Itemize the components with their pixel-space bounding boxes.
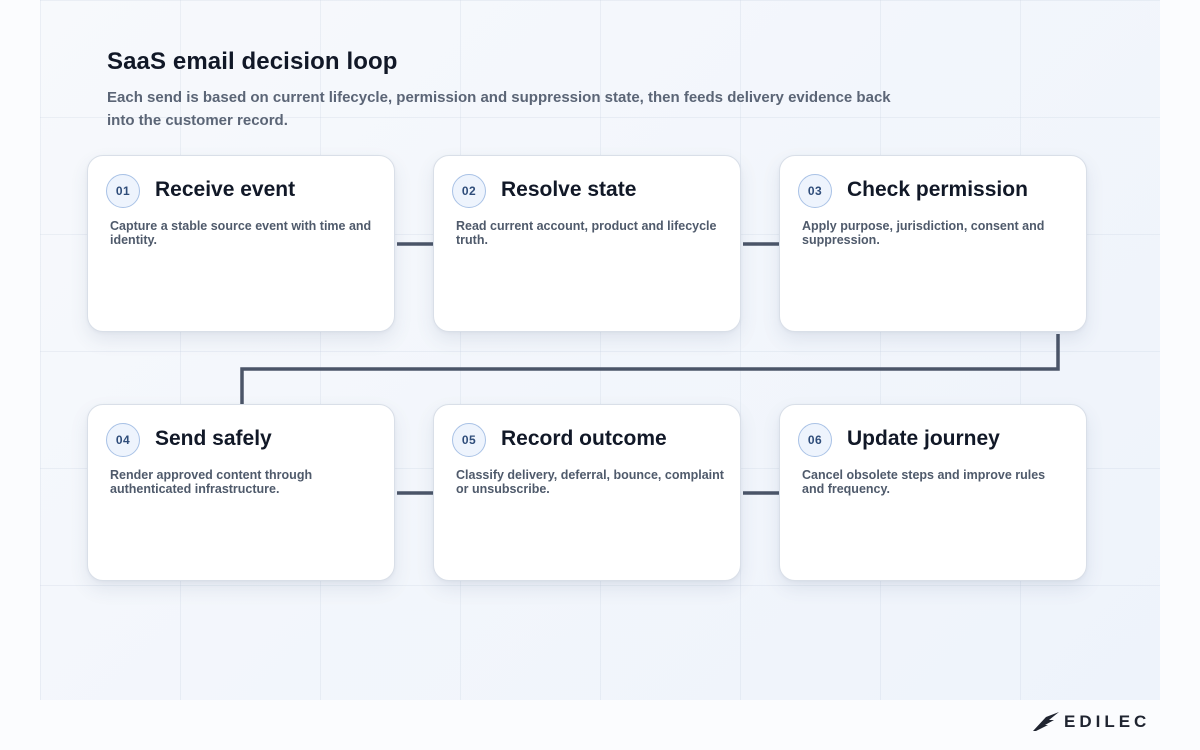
step-number-badge: 01: [106, 174, 140, 208]
step-description: Apply purpose, jurisdiction, consent and…: [802, 219, 1045, 247]
step-title: Check permission: [847, 178, 1028, 201]
step-card-update-journey: 06 Update journey Cancel obsolete steps …: [779, 404, 1087, 581]
step-description: Read current account, product and lifecy…: [456, 219, 717, 247]
step-number-badge: 02: [452, 174, 486, 208]
step-title: Receive event: [155, 178, 296, 201]
brand-name: EDILEC: [1064, 712, 1151, 731]
brand-logo: EDILEC: [1032, 710, 1150, 734]
step-number-badge: 06: [798, 423, 832, 457]
page-subtitle: Each send is based on current lifecycle,…: [107, 89, 891, 129]
step-number-badge: 05: [452, 423, 486, 457]
step-number-badge: 03: [798, 174, 832, 208]
bird-icon: [1033, 712, 1059, 731]
step-title: Send safely: [155, 427, 272, 450]
step-card-receive-event: 01 Receive event Capture a stable source…: [87, 155, 395, 332]
step-title: Record outcome: [501, 427, 667, 450]
step-card-send-safely: 04 Send safely Render approved content t…: [87, 404, 395, 581]
step-description: Classify delivery, deferral, bounce, com…: [456, 468, 724, 496]
step-description: Capture a stable source event with time …: [110, 219, 372, 247]
step-card-record-outcome: 05 Record outcome Classify delivery, def…: [433, 404, 741, 581]
step-number-badge: 04: [106, 423, 140, 457]
page-title: SaaS email decision loop: [107, 48, 398, 75]
step-title: Resolve state: [501, 178, 637, 201]
step-card-resolve-state: 02 Resolve state Read current account, p…: [433, 155, 741, 332]
step-title: Update journey: [847, 427, 1000, 450]
step-card-check-permission: 03 Check permission Apply purpose, juris…: [779, 155, 1087, 332]
step-description: Cancel obsolete steps and improve rules …: [802, 468, 1046, 496]
step-description: Render approved content through authenti…: [110, 468, 313, 496]
connector-03-04: [240, 334, 1060, 405]
diagram-canvas: [40, 0, 1160, 700]
